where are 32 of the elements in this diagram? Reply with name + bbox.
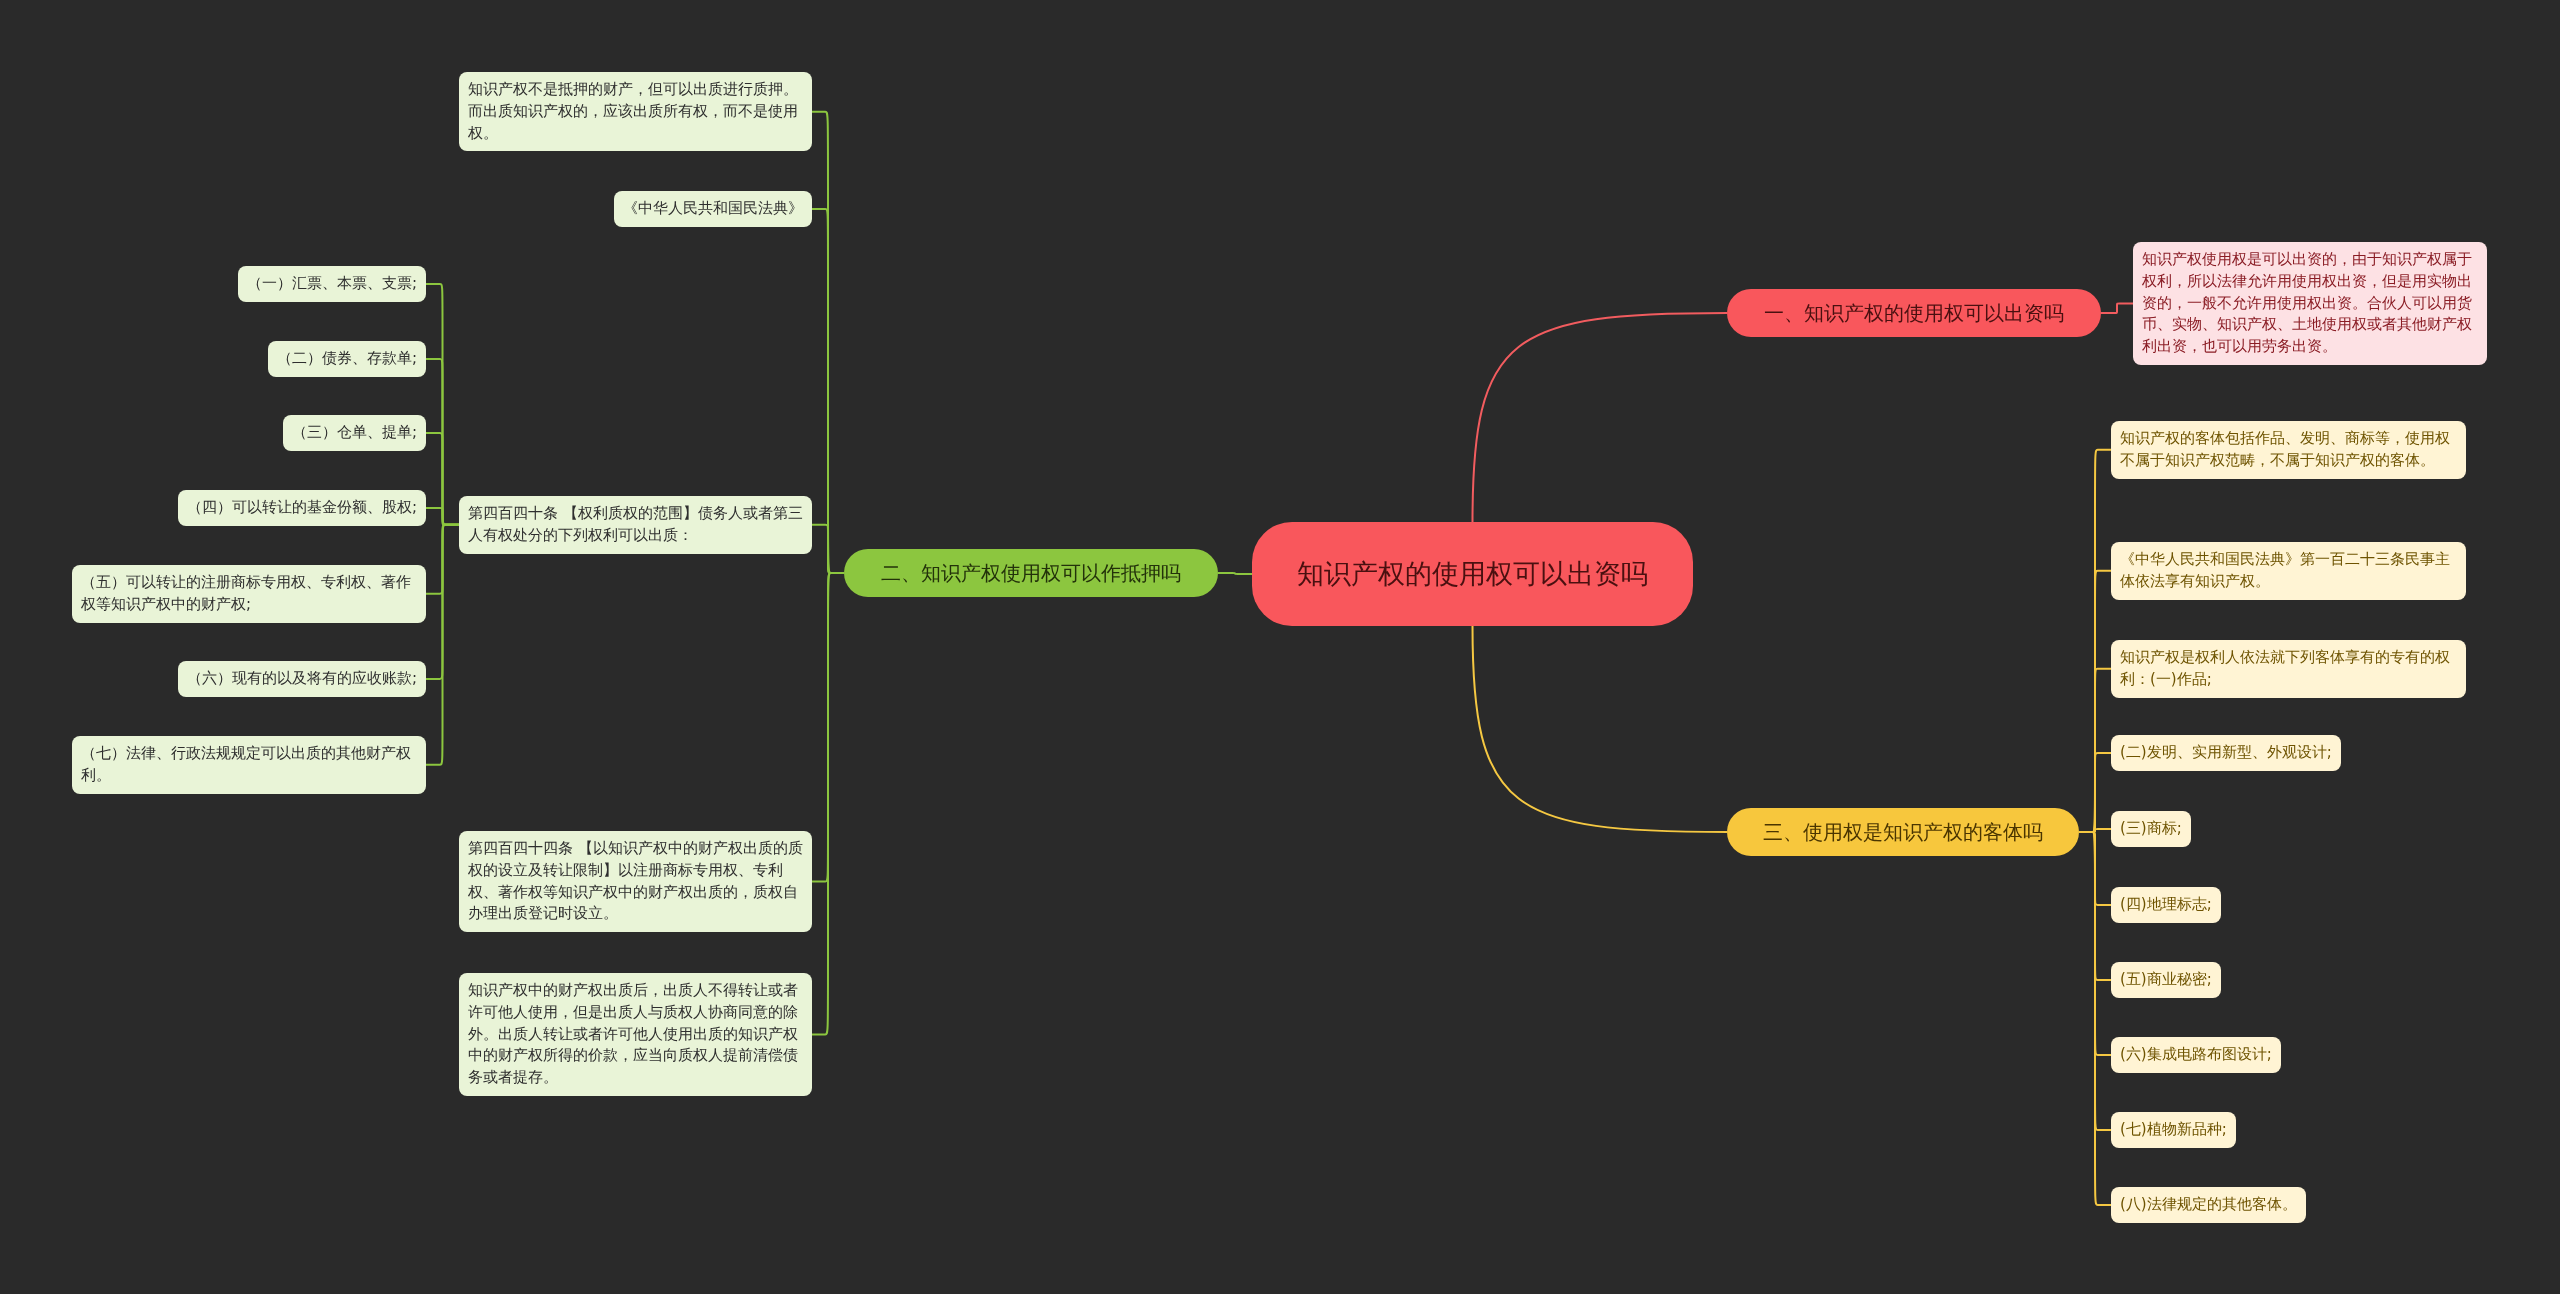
- branch-topic: 三、使用权是知识产权的客体吗: [1727, 808, 2079, 856]
- topic-card: （三）仓单、提单;: [282, 415, 426, 451]
- topic-card: (三)商标;: [2111, 811, 2191, 847]
- topic-card: 知识产权不是抵押的财产，但可以出质进行质押。而出质知识产权的，应该出质所有权，而不是使用权。: [459, 72, 812, 152]
- topic-card: (二)发明、实用新型、外观设计;: [2111, 735, 2341, 771]
- topic-card: （二）债券、存款单;: [267, 341, 426, 377]
- topic-card: 知识产权的客体包括作品、发明、商标等，使用权不属于知识产权范畴，不属于知识产权的客体。: [2111, 421, 2466, 479]
- topic-card: 第四百四十四条 【以知识产权中的财产权出质的质权的设立及转让限制】以注册商标专用权、专利权、著作权等知识产权中的财产权出质的，质权自办理出质登记时设立。: [459, 831, 812, 932]
- topic-card: (六)集成电路布图设计;: [2111, 1037, 2281, 1073]
- connector-line: [425, 523, 460, 766]
- topic-card: 第四百四十条 【权利质权的范围】债务人或者第三人有权处分的下列权利可以出质：: [459, 496, 812, 554]
- connector-line: [1471, 625, 1728, 833]
- branch-topic: 二、知识产权使用权可以作抵押吗: [844, 549, 1218, 597]
- topic-card: （四）可以转让的基金份额、股权;: [177, 490, 426, 526]
- topic-card: 知识产权是权利人依法就下列客体享有的专有的权利：(一)作品;: [2111, 640, 2466, 698]
- topic-card: （五）可以转让的注册商标专用权、专利权、著作权等知识产权中的财产权;: [72, 565, 426, 623]
- connector-line: [1471, 312, 1728, 523]
- topic-card: 《中华人民共和国民法典》: [614, 191, 812, 227]
- topic-card: 《中华人民共和国民法典》第一百二十三条民事主体依法享有知识产权。: [2111, 542, 2466, 600]
- topic-card: 知识产权中的财产权出质后，出质人不得转让或者许可他人使用，但是出质人与质权人协商同意的除外。出质人转让或者许可他人使用出质的知识产权中的财产权所得的价款，应当向质权人提前清偿债务或者提存。: [459, 973, 812, 1096]
- connector-line: [1217, 572, 1253, 575]
- topic-card: (七)植物新品种;: [2111, 1112, 2236, 1148]
- connector-line: [2100, 302, 2134, 314]
- topic-card: （一）汇票、本票、支票;: [237, 266, 426, 302]
- topic-card: (四)地理标志;: [2111, 887, 2221, 923]
- topic-card: （六）现有的以及将有的应收账款;: [177, 661, 426, 697]
- branch-topic: 一、知识产权的使用权可以出资吗: [1727, 289, 2101, 337]
- topic-card: (五)商业秘密;: [2111, 962, 2221, 998]
- topic-card: 知识产权使用权是可以出资的，由于知识产权属于权利，所以法律允许用使用权出资，但是用实物出资的，一般不允许用使用权出资。合伙人可以用货币、实物、知识产权、土地使用权或者其他财产权利出资，也可以用劳务出资。: [2133, 242, 2487, 365]
- central-topic: 知识产权的使用权可以出资吗: [1252, 522, 1693, 626]
- topic-card: （七）法律、行政法规规定可以出质的其他财产权利。: [72, 736, 426, 794]
- topic-card: (八)法律规定的其他客体。: [2111, 1187, 2306, 1223]
